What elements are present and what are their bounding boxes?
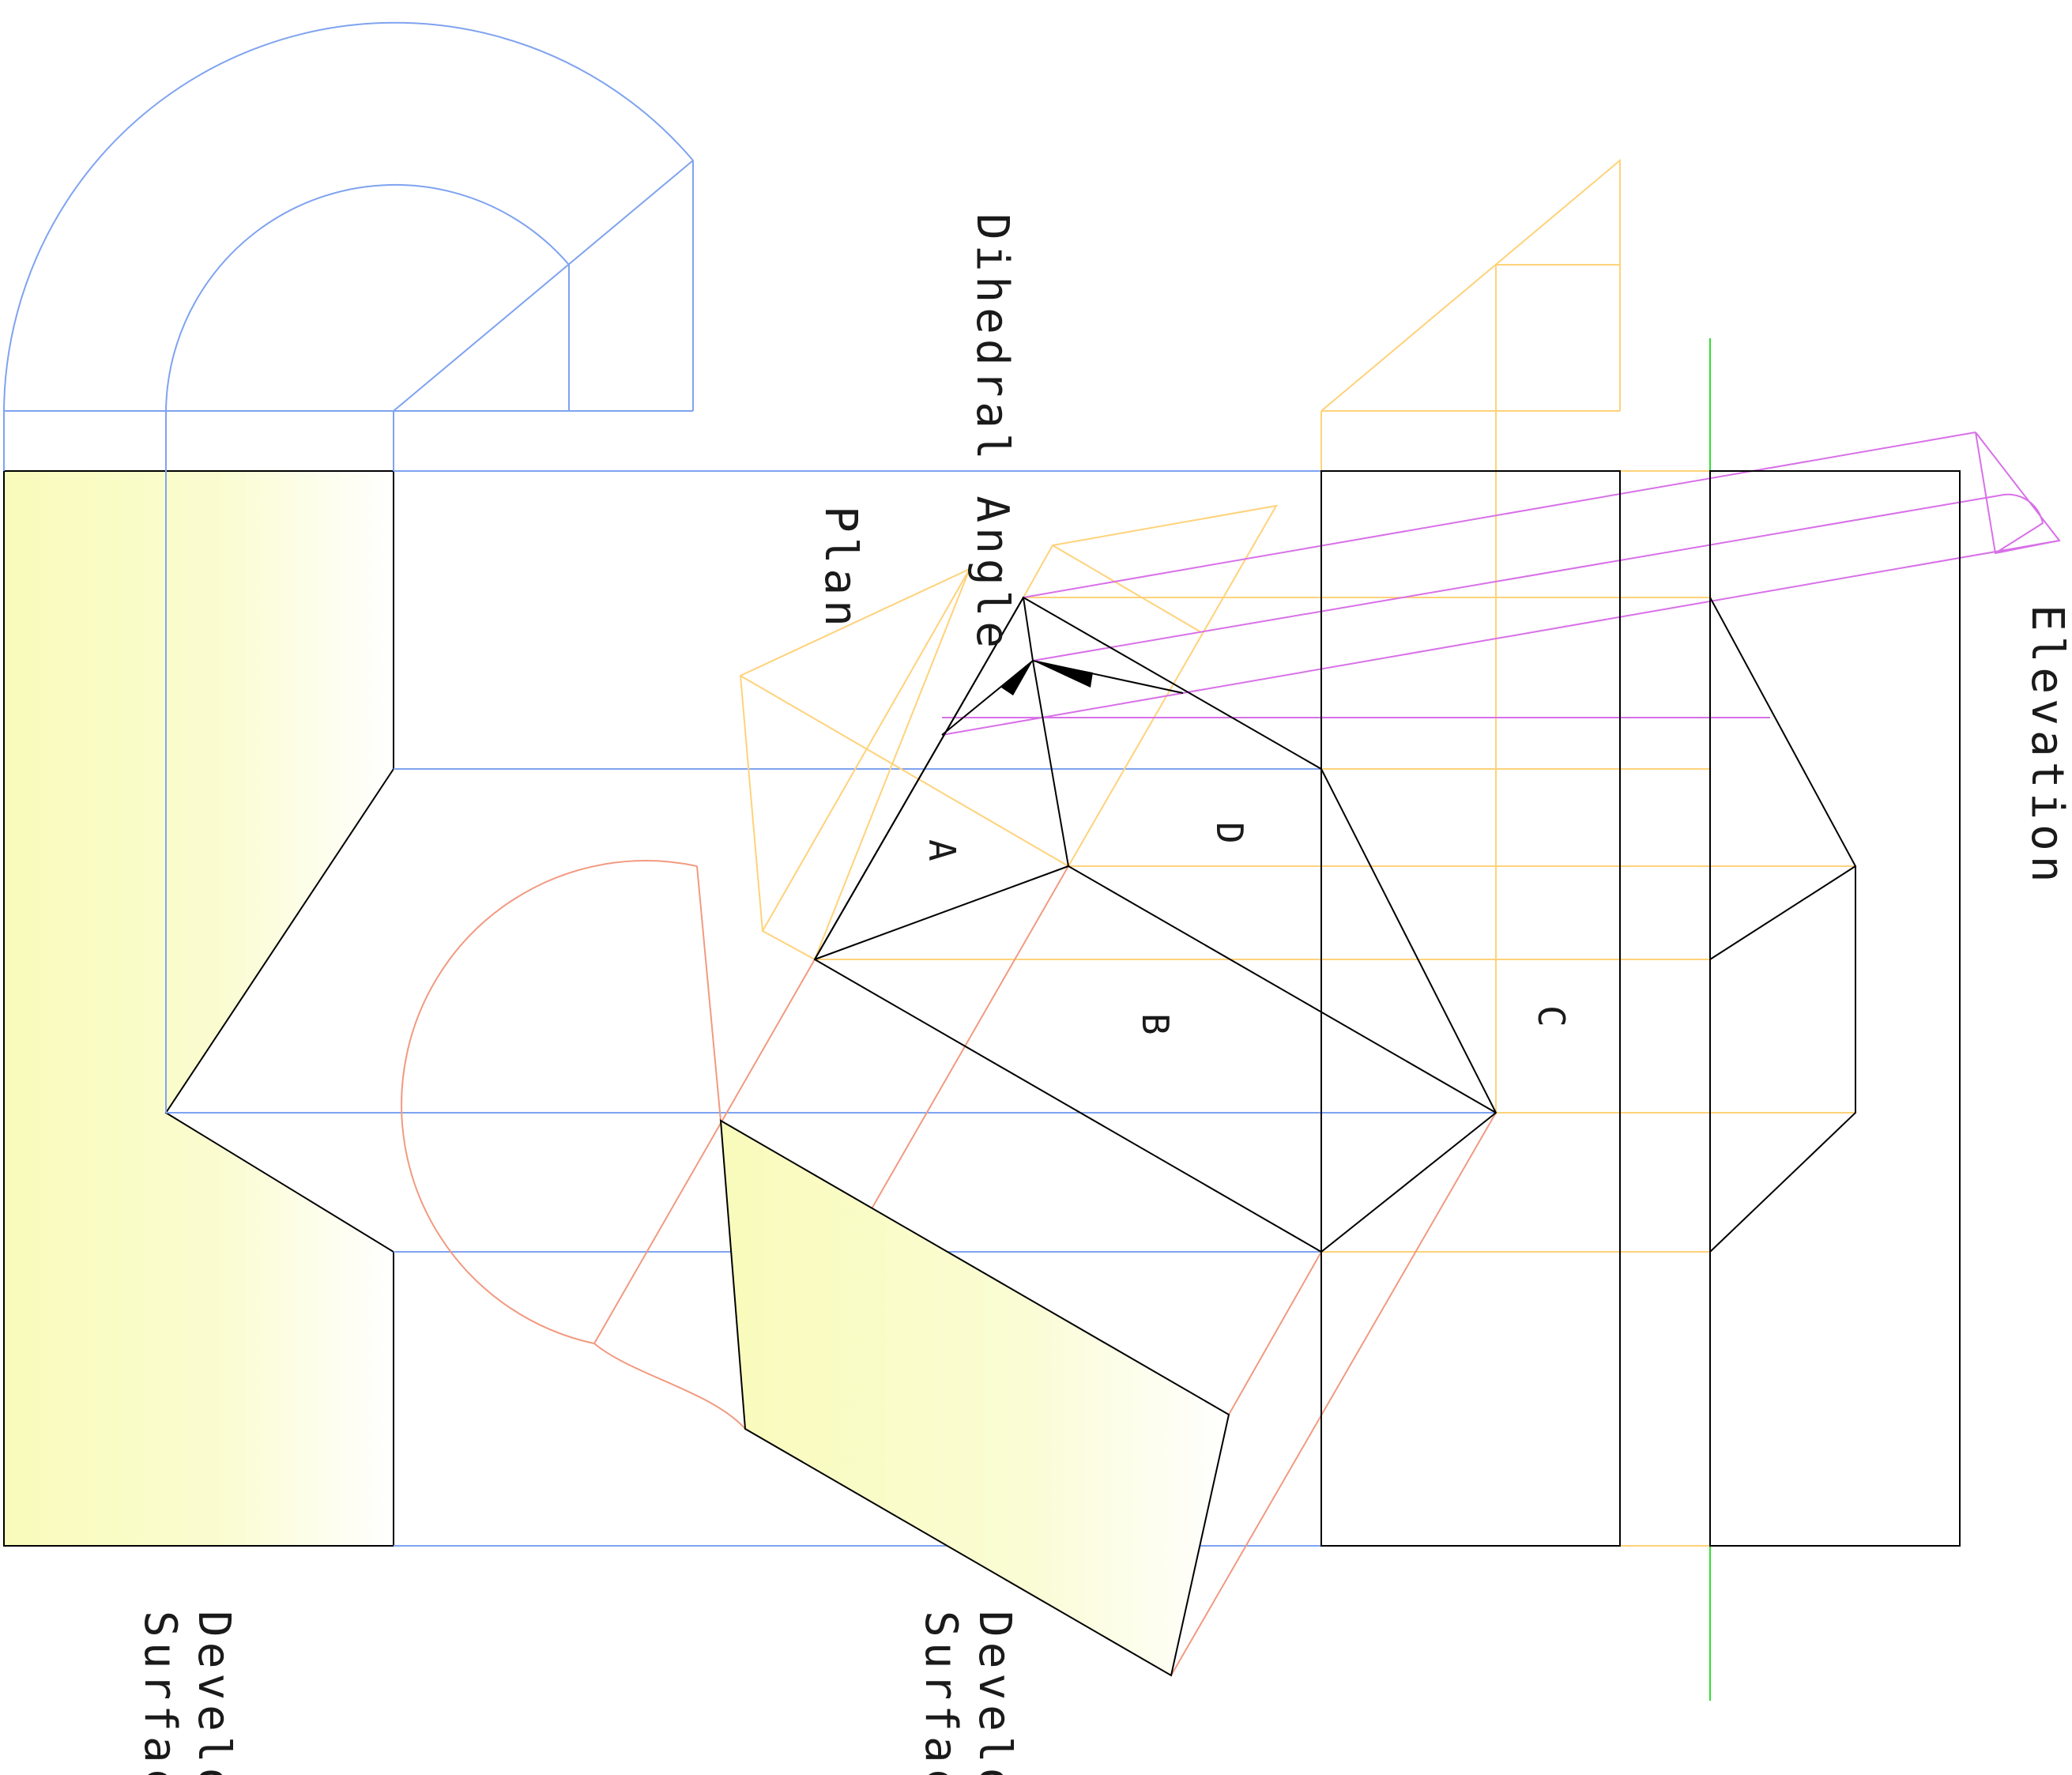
salmon-line	[696, 865, 721, 1121]
developed-surface-left	[3, 470, 394, 1547]
salmon-line	[593, 959, 816, 1344]
blue-inner-arc	[165, 183, 570, 412]
label-face-c: C	[1530, 1005, 1573, 1027]
yellow-true-length-triangle	[1320, 158, 1621, 412]
pink-line	[1975, 432, 2061, 555]
developed-surface-middle	[719, 1119, 1230, 1677]
label-developed-surface-left: DeveloSurfac	[134, 1611, 239, 1775]
dihedral-angle-arrows	[1001, 661, 1093, 695]
pink-arc	[1997, 493, 2044, 552]
blue-line	[393, 160, 694, 412]
pink-line	[1023, 432, 1976, 598]
plan-edge	[1023, 597, 1034, 661]
plan-view	[813, 470, 1621, 1547]
developed-surface-label-line: Develo	[188, 1611, 239, 1775]
label-face-b: B	[1134, 1013, 1177, 1035]
svg-text:DeveloSurfac: DeveloSurfac	[915, 1611, 1020, 1775]
plan-edge	[941, 660, 1034, 736]
label-face-d: D	[1208, 822, 1251, 844]
plan-edge	[814, 597, 1024, 960]
pink-line	[1032, 495, 2000, 661]
salmon-line	[1228, 1251, 1322, 1415]
label-face-a: A	[921, 839, 963, 861]
arrowhead-icon	[1033, 661, 1093, 688]
developed-surface-left-fill	[3, 470, 394, 1547]
developed-surface-label-line: Develo	[969, 1611, 1020, 1775]
yellow-line	[762, 568, 970, 932]
elevation-inner-edge	[1709, 866, 1856, 1253]
yellow-line	[740, 675, 1069, 867]
svg-text:DeveloSurfac: DeveloSurfac	[134, 1611, 239, 1775]
plan-edge	[1032, 660, 1069, 867]
yellow-construction	[739, 158, 1855, 1547]
plan-pyramid-outline	[813, 596, 1497, 1253]
elevation-outline	[1709, 470, 1961, 1547]
yellow-line	[1052, 545, 1202, 633]
pink-construction	[941, 432, 2061, 736]
label-elevation: Elevation	[2021, 605, 2072, 887]
drawing-labels: Dihedral Angle Plan Elevation A B C D De…	[134, 213, 2072, 1775]
label-plan: Plan	[815, 506, 866, 631]
developed-surface-label-line: Surfac	[134, 1611, 186, 1775]
developed-surface-middle-fill	[719, 1119, 1230, 1677]
label-dihedral-angle: Dihedral Angle	[966, 213, 1018, 653]
plan-edge	[814, 865, 1069, 960]
elevation-view	[1709, 470, 1961, 1547]
plan-edge	[1068, 865, 1497, 1114]
salmon-line	[1170, 1112, 1497, 1676]
salmon-curve	[593, 1343, 746, 1430]
elevation-inner-edge	[1709, 597, 1857, 960]
blue-outer-arc	[3, 21, 694, 412]
label-developed-surface-middle: DeveloSurfac	[915, 1611, 1020, 1775]
pink-line	[941, 540, 2060, 736]
arrowhead-icon	[1001, 661, 1033, 695]
yellow-aux-shape	[1023, 504, 1278, 867]
plan-outer-rect	[1320, 470, 1621, 1547]
developed-surface-label-line: Surfac	[915, 1611, 966, 1775]
salmon-arc	[401, 860, 698, 1344]
